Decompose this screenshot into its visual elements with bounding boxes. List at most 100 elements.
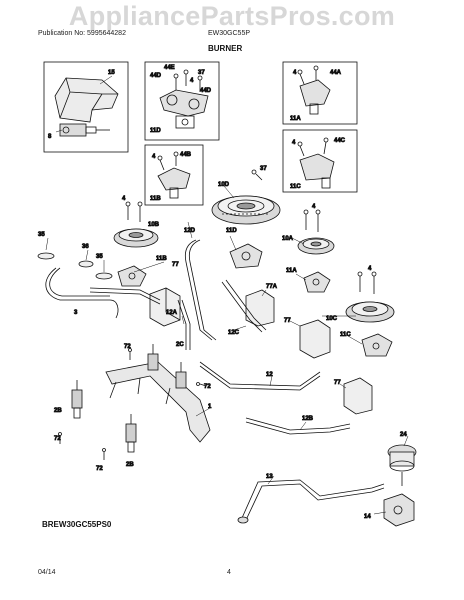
callout-4-left: 4 xyxy=(122,196,126,202)
callout-15: 15 xyxy=(108,70,115,76)
footer-date: 04/14 xyxy=(38,569,56,576)
callout-12c: 12C xyxy=(228,330,240,336)
part-electrode-35-a xyxy=(37,252,55,260)
callout-11b-main: 11B xyxy=(156,256,167,262)
callout-14: 14 xyxy=(364,514,371,520)
part-burner-10b xyxy=(113,228,159,248)
part-bracket-77-left xyxy=(149,287,181,327)
page-title: BURNER xyxy=(208,44,243,53)
leader-lines xyxy=(45,75,409,515)
part-tube-12d xyxy=(184,239,217,341)
callout-10b: 10B xyxy=(148,222,160,228)
part-11d-inset-manifold xyxy=(159,69,209,129)
part-11b-inset-orifice-holder xyxy=(157,151,191,199)
part-ignition-wiring xyxy=(89,287,161,305)
callout-44d-top: 44D xyxy=(150,73,162,79)
callout-77-right: 77 xyxy=(334,380,341,386)
callout-2c: 2C xyxy=(176,342,184,348)
callout-24: 24 xyxy=(400,432,407,438)
part-bracket-77-right xyxy=(343,377,373,415)
callout-37-main: 37 xyxy=(260,166,267,172)
callout-72-b: 72 xyxy=(204,384,211,390)
part-gas-manifold-1 xyxy=(105,361,211,443)
part-fitting-14 xyxy=(383,493,415,527)
part-11a-inset-orifice-holder xyxy=(297,65,331,115)
part-orifice-holder-11c xyxy=(361,333,393,357)
callout-36: 36 xyxy=(82,244,89,250)
callout-10a: 10A xyxy=(282,236,294,242)
callout-12d: 12D xyxy=(184,228,196,234)
callout-12b: 12B xyxy=(302,416,314,422)
part-valve-cover xyxy=(54,77,119,123)
callout-4-right-bottom: 4 xyxy=(368,266,372,272)
callout-4-inset-11b: 4 xyxy=(152,154,156,160)
part-bracket-77-mid xyxy=(299,319,331,359)
callout-4-inset-11c: 4 xyxy=(292,140,296,146)
part-orifice-holder-11b xyxy=(117,265,147,287)
callout-11d-main: 11D xyxy=(226,228,237,234)
callout-11a-main: 11A xyxy=(286,268,297,274)
callout-10d: 10D xyxy=(218,182,230,188)
model-number: EW30GC55P xyxy=(208,30,251,37)
callout-72-a: 72 xyxy=(124,344,131,350)
part-orifice-holder-11d xyxy=(229,243,263,269)
part-valve-2b-upper xyxy=(71,380,83,419)
callout-10c: 10C xyxy=(326,316,338,322)
callout-77-left: 77 xyxy=(172,262,179,268)
part-screw-37 xyxy=(251,169,263,181)
callout-35-a: 35 xyxy=(38,232,45,238)
callout-44b: 44B xyxy=(180,152,192,158)
callout-77-mid: 77 xyxy=(284,318,291,324)
callout-8: 8 xyxy=(48,134,52,140)
callout-1: 1 xyxy=(208,404,212,410)
inset-box-11a xyxy=(282,61,358,125)
callout-37-inset: 37 xyxy=(198,70,205,76)
part-electrode-35-b xyxy=(95,272,113,280)
inset-box-15-8 xyxy=(43,61,129,153)
part-regulator-24 xyxy=(387,444,417,486)
part-electrode-wire-3 xyxy=(45,267,119,319)
part-tube-12 xyxy=(199,361,321,391)
callout-4-inset-11a: 4 xyxy=(293,70,297,76)
callout-72-c: 72 xyxy=(54,436,61,442)
part-electrode-36 xyxy=(78,260,94,268)
callout-11b-inset: 11B xyxy=(150,196,161,202)
part-valve-2c-b xyxy=(175,362,187,389)
callout-44c: 44C xyxy=(334,138,346,144)
callout-11a-inset: 11A xyxy=(290,116,301,122)
callout-44e: 44E xyxy=(164,65,175,71)
inset-box-11b xyxy=(144,144,204,206)
callout-77a: 77A xyxy=(266,284,278,290)
callout-4-inset-11d: 4 xyxy=(190,78,194,84)
callout-11d-inset: 11D xyxy=(150,128,161,134)
diagram-code: BREW30GC55PS0 xyxy=(42,520,112,529)
callout-72-d: 72 xyxy=(96,466,103,472)
part-burner-10c xyxy=(345,301,395,323)
callout-12: 12 xyxy=(266,372,273,378)
callout-12a: 12A xyxy=(166,310,178,316)
part-tube-12a xyxy=(177,299,191,350)
part-screws-4-right-bottom xyxy=(357,271,377,294)
part-11c-inset-orifice-holder xyxy=(297,137,335,189)
part-valve-2c-a xyxy=(147,344,159,371)
watermark-text: AppliancePartsPros.com xyxy=(68,1,396,31)
callout-44d-right: 44D xyxy=(200,88,212,94)
callout-3: 3 xyxy=(74,310,78,316)
part-burner-10d xyxy=(211,195,281,225)
callout-11c-main: 11C xyxy=(340,332,351,338)
part-burner-10a xyxy=(297,237,335,255)
inset-box-11c xyxy=(282,129,358,193)
page-number: 4 xyxy=(227,569,231,576)
callout-4-right-top: 4 xyxy=(312,204,316,210)
callout-2b-upper: 2B xyxy=(54,408,62,414)
part-valve-2b-lower xyxy=(125,414,137,453)
part-valve-assembly xyxy=(59,123,110,137)
callout-35-b: 35 xyxy=(96,254,103,260)
callout-11c-inset: 11C xyxy=(290,184,301,190)
part-screws-4-left xyxy=(125,201,143,222)
part-tube-13 xyxy=(237,479,385,524)
part-screws-72 xyxy=(58,348,207,460)
publication-number: Publication No: 5995644282 xyxy=(38,30,126,37)
inset-box-11d xyxy=(144,61,220,141)
